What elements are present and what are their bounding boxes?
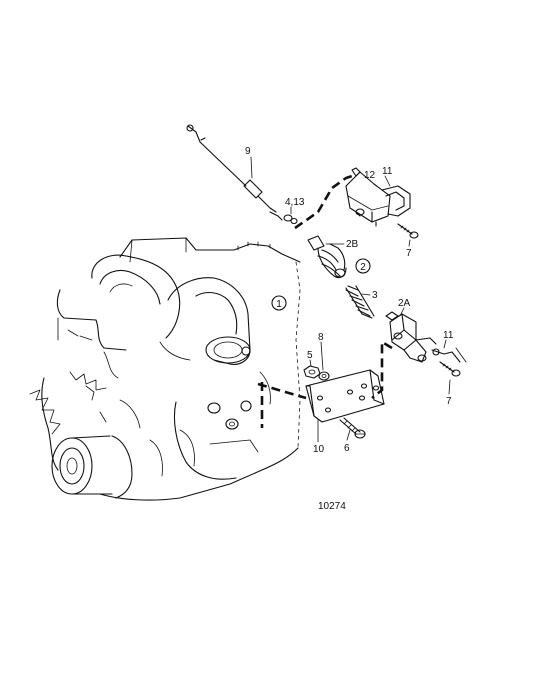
- label-11-upper: 11: [382, 166, 393, 177]
- wire-11-screw-7: 11 7: [431, 330, 467, 407]
- boot-2b: 2B: [307, 235, 359, 279]
- callout-circle-1: [271, 295, 287, 311]
- callout-circle-2: [355, 258, 371, 274]
- solenoid-2a: 2A: [385, 298, 437, 363]
- label-2a: 2A: [398, 298, 411, 309]
- label-10: 10: [313, 444, 325, 455]
- label-6: 6: [344, 443, 350, 454]
- label-7-upper: 7: [406, 248, 412, 259]
- label-9: 9: [245, 146, 251, 157]
- label-8: 8: [318, 332, 324, 343]
- bolt-6: 6: [339, 417, 366, 454]
- cable-9: 9: [186, 124, 283, 221]
- label-11-lower: 11: [443, 330, 454, 341]
- label-12: 12: [364, 170, 376, 181]
- washer-4-13: 4,13: [283, 197, 305, 225]
- nut-5-washer-8: 5 8: [303, 332, 330, 381]
- solenoid-12: 12 11 7: [345, 166, 419, 259]
- drawing-number: 10274: [318, 501, 346, 512]
- label-3: 3: [372, 290, 378, 301]
- assembly-guide-left: [257, 382, 307, 428]
- spring-3: 3: [345, 285, 378, 319]
- assembly-guide-upper: [294, 174, 353, 230]
- assembly-guide-right: [371, 339, 393, 400]
- callout-1: 1: [276, 299, 282, 310]
- label-2b: 2B: [346, 239, 359, 250]
- label-4-13: 4,13: [285, 197, 305, 208]
- callout-2: 2: [360, 262, 366, 273]
- engine-block: 1: [29, 237, 301, 501]
- label-7-lower: 7: [446, 396, 452, 407]
- label-5: 5: [307, 350, 313, 361]
- bracket-10: 10: [305, 369, 385, 455]
